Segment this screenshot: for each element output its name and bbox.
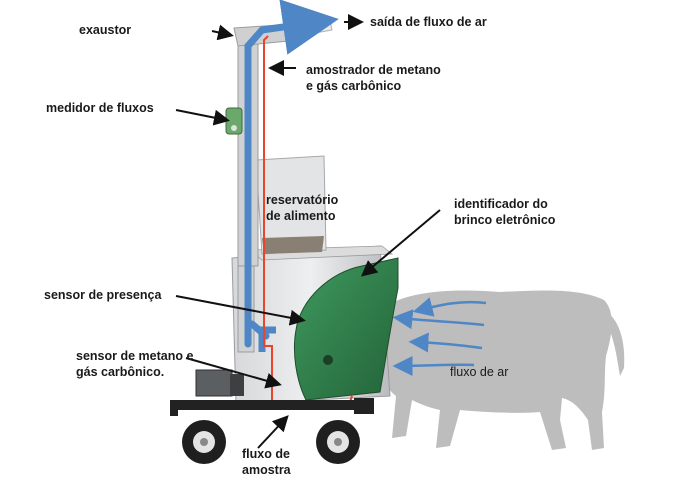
cart-frame [170, 398, 374, 416]
label-fluxo-ar: fluxo de ar [450, 365, 509, 379]
label-fluxo-amostra-line2: amostra [242, 463, 291, 477]
flow-meter [225, 107, 243, 135]
label-identificador-line2: brinco eletrônico [454, 213, 556, 227]
ear-tag-hood [293, 257, 399, 401]
wheel-left [182, 420, 226, 464]
label-amostrador-line2: e gás carbônico [306, 79, 402, 93]
label-exaustor: exaustor [79, 23, 132, 37]
label-reservatorio-line2: de alimento [266, 209, 336, 223]
wheel-right [316, 420, 360, 464]
label-pointers [175, 14, 441, 449]
label-sensor-presenca: sensor de presença [44, 288, 162, 302]
air-flow-arrows [392, 297, 487, 376]
label-medidor: medidor de fluxos [46, 101, 154, 115]
label-sensor-metano-line2: gás carbônico. [76, 365, 165, 379]
label-reservatorio-line1: reservatório [266, 193, 339, 207]
sensor-box [195, 369, 244, 397]
label-saida-fluxo: saída de fluxo de ar [370, 15, 487, 29]
label-fluxo-amostra-line1: fluxo de [242, 447, 290, 461]
label-amostrador-line1: amostrador de metano [306, 63, 441, 77]
label-sensor-metano-line1: sensor de metano e [76, 349, 194, 363]
sensor-inlet-tube [258, 326, 276, 352]
cow-silhouette [382, 290, 625, 450]
label-identificador-line1: identificador do [454, 197, 548, 211]
